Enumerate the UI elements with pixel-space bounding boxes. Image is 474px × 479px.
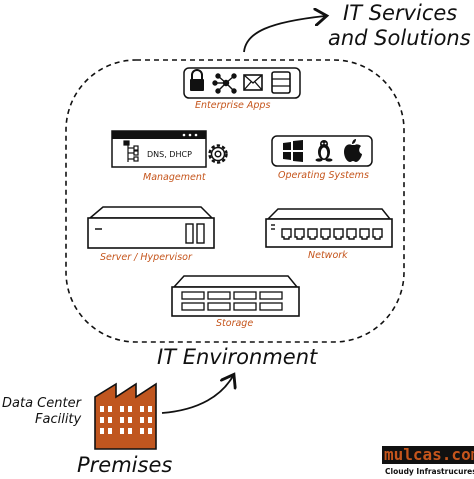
server-group <box>87 206 215 249</box>
dns-dhcp-label: DNS, DHCP <box>147 150 192 159</box>
storage-label: Storage <box>216 318 253 329</box>
network-icon <box>212 73 237 94</box>
brand-logo: mulcas.com Cloudy Infrastrucures <box>382 445 474 476</box>
management-group: DNS, DHCP <box>111 130 228 168</box>
title-line-1: IT Services <box>343 1 457 25</box>
facility-line-2: Facility <box>35 412 82 427</box>
brand-name: mulcas.com <box>384 445 474 464</box>
network-switch-group <box>265 208 393 248</box>
arrow-to-environment <box>161 376 233 414</box>
linux-icon <box>315 140 333 162</box>
title-line-2: and Solutions <box>328 26 471 50</box>
windows-icon <box>283 140 303 162</box>
storage-group <box>171 275 300 317</box>
database-icon <box>271 71 291 94</box>
enterprise-apps-label: Enterprise Apps <box>195 100 270 111</box>
facility-line-1: Data Center <box>2 396 83 411</box>
apple-icon <box>344 139 362 162</box>
operating-systems-label: Operating Systems <box>278 170 369 181</box>
brand-tagline: Cloudy Infrastrucures <box>385 467 474 476</box>
it-environment-label: IT Environment <box>157 345 318 369</box>
lock-icon <box>190 69 204 91</box>
premises-label: Premises <box>77 453 172 477</box>
environment-boundary <box>65 59 405 343</box>
gear-icon <box>208 144 228 164</box>
factory-icon <box>94 382 157 450</box>
mail-icon <box>243 74 263 91</box>
management-label: Management <box>143 172 207 183</box>
server-label: Server / Hypervisor <box>100 252 193 263</box>
arrow-to-services <box>243 16 325 53</box>
enterprise-apps-group <box>183 67 301 99</box>
network-label: Network <box>308 250 348 261</box>
operating-systems-group <box>271 135 373 167</box>
